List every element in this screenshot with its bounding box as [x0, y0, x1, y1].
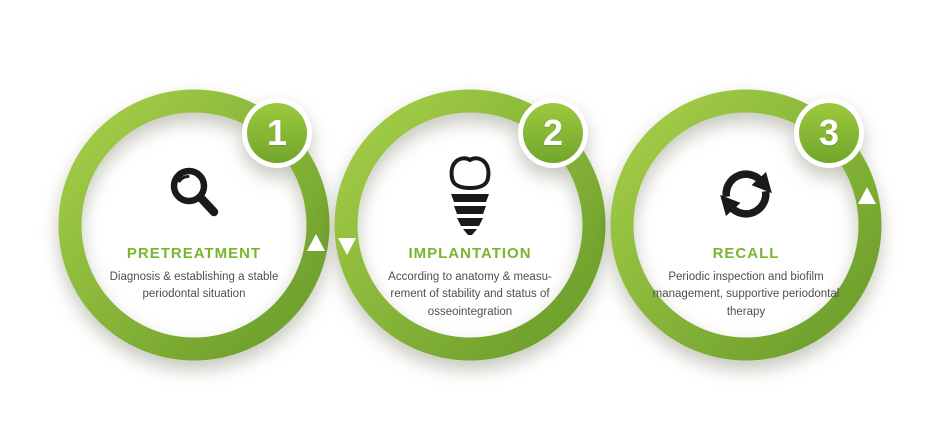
- step-number-badge: [799, 103, 859, 163]
- magnifier-icon-svg: [170, 167, 219, 217]
- step-description: Diagnosis & establishing a stable period…: [109, 271, 279, 301]
- step-2-ring: [334, 89, 606, 361]
- step-2-content: IMPLANTATION According to anatomy & meas…: [365, 151, 575, 321]
- step-3-ring: [610, 89, 882, 361]
- progress-ring: [334, 89, 606, 361]
- flow-arrow-icon: [338, 238, 356, 255]
- step-title: PRETREATMENT: [126, 245, 262, 262]
- flow-arrow-icon: [307, 234, 325, 251]
- recall-cycle-icon: [641, 151, 851, 237]
- progress-ring: [610, 89, 882, 361]
- step-1-ring: [58, 89, 330, 361]
- implant-icon: [365, 151, 575, 237]
- step-3-content: RECALL Periodic inspection and biofilm m…: [641, 151, 851, 321]
- step-description: According to anatomy & measu-rement of s…: [388, 271, 552, 318]
- step-number: 2: [542, 112, 564, 153]
- magnifier-icon: [89, 151, 299, 237]
- step-title: IMPLANTATION: [408, 245, 532, 262]
- step-3: 3 RECALL Periodic inspection and biofilm…: [596, 67, 896, 387]
- step-description: Periodic inspection and biofilm manageme…: [652, 271, 840, 318]
- step-number-badge: [247, 103, 307, 163]
- step-1: 1 PRETREATMENT Diagnosis & establishing …: [44, 67, 344, 387]
- step-2: 2 IMPLANTATION According to anatomy & me…: [320, 67, 620, 387]
- step-number: 1: [266, 112, 288, 153]
- flow-arrow-icon: [858, 187, 876, 204]
- progress-ring: [58, 89, 330, 361]
- step-number-badge: [523, 103, 583, 163]
- implant-icon-svg: [449, 156, 491, 235]
- step-number: 3: [818, 112, 840, 153]
- step-title: RECALL: [712, 245, 780, 262]
- recall-cycle-icon-svg: [720, 170, 772, 218]
- step-1-content: PRETREATMENT Diagnosis & establishing a …: [89, 151, 299, 304]
